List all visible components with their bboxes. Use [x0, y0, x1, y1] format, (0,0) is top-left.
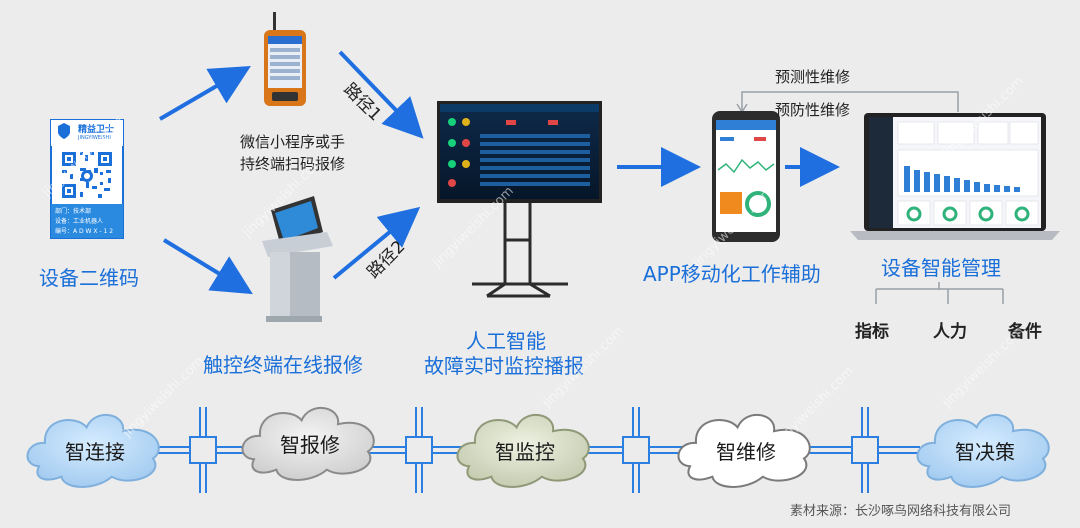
laptop — [850, 113, 1060, 240]
cloud-shape — [677, 413, 811, 488]
cloud-label: 智监控 — [495, 440, 555, 464]
qr-brand: 精益卫士 — [78, 125, 115, 135]
cloud-label: 智决策 — [955, 440, 1015, 464]
cloud-node: 智决策 — [916, 413, 1050, 488]
qr-line-3: 编号：A D W X - 1 2 — [55, 228, 114, 235]
cloud-node: 智监控 — [456, 413, 590, 488]
cloud-shape — [26, 413, 160, 488]
cloud-node: 智连接 — [26, 413, 160, 488]
flow-arrows — [158, 50, 840, 295]
wechat-label-line1: 微信小程序或手 — [240, 133, 346, 151]
handheld-terminal — [264, 12, 306, 106]
mobile-phone — [712, 111, 780, 242]
cloud-row: 智连接 智报修 智监控 智维修 智决策 — [26, 406, 1050, 488]
spares-label: 备件 — [1008, 322, 1042, 342]
cloud-label: 智报修 — [280, 433, 340, 457]
manpower-label: 人力 — [933, 322, 967, 342]
qr-line-2: 设备：工业机器人 — [55, 218, 104, 225]
touch-terminal-label: 触控终端在线报修 — [203, 353, 363, 377]
smart-management-label: 设备智能管理 — [881, 256, 1001, 280]
cloud-node: 智维修 — [677, 413, 811, 488]
source-credit: 素材来源：长沙啄鸟网络科技有限公司 — [790, 504, 1012, 519]
preventive-maintenance-label: 预防性维修 — [775, 101, 851, 119]
cloud-label: 智维修 — [716, 440, 776, 464]
shield-logo-icon — [58, 123, 70, 139]
cloud-shape — [916, 413, 1050, 488]
wechat-label-line2: 持终端扫码报修 — [240, 155, 346, 173]
ai-label-line2: 故障实时监控播报 — [424, 354, 584, 378]
monitor-with-stand — [437, 101, 602, 298]
network-lines — [150, 407, 920, 493]
ai-label-line1: 人工智能 — [466, 329, 546, 353]
indicators-label: 指标 — [855, 322, 889, 342]
predictive-maintenance-label: 预测性维修 — [775, 68, 851, 86]
cloud-node: 智报修 — [241, 406, 375, 481]
qr-card — [50, 119, 124, 239]
qr-brand-en: JINGYIWEISHI — [78, 135, 111, 141]
app-mobile-label: APP移动化工作辅助 — [643, 262, 821, 286]
cloud-label: 智连接 — [65, 440, 125, 464]
touch-kiosk — [262, 196, 333, 322]
cloud-shape — [241, 406, 375, 481]
cloud-shape — [456, 413, 590, 488]
qr-line-1: 部门：技术部 — [55, 208, 92, 215]
qr-device-label: 设备二维码 — [39, 266, 139, 290]
